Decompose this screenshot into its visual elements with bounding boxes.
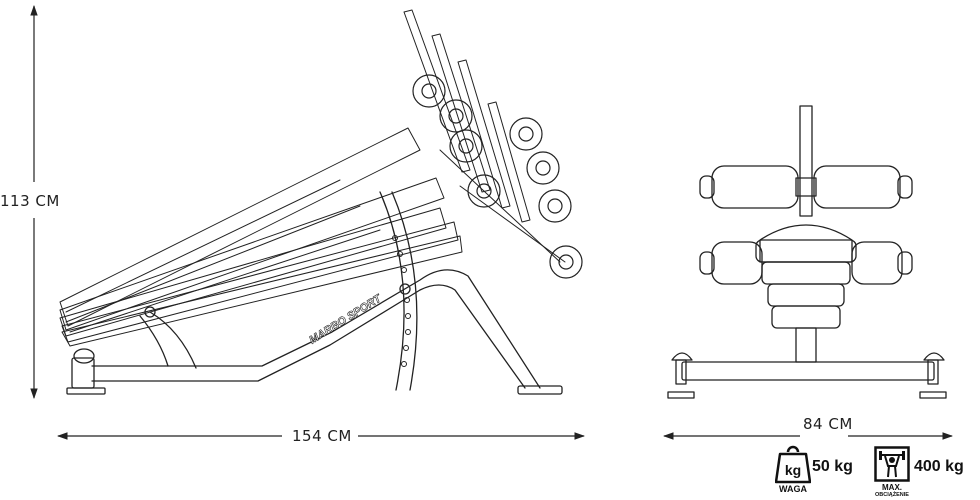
max-load-icon — [874, 446, 910, 482]
leg-holder-posts — [403, 9, 566, 263]
max-load-caption-2: OBCIĄŻENIE — [875, 492, 909, 498]
lower-right-roller — [851, 241, 903, 285]
foam-rollers — [412, 74, 583, 279]
upper-left-roller — [711, 165, 799, 209]
upper-right-roller — [813, 165, 901, 209]
weight-caption: WAGA — [779, 484, 807, 494]
length-label: 154 CM — [292, 427, 352, 445]
front-foot — [517, 385, 563, 395]
adjustment-arc — [379, 191, 418, 391]
weight-value: 50 kg — [812, 458, 853, 475]
max-load-spec: MAX. OBCIĄŻENIE 400 kg — [874, 444, 978, 498]
height-dimension: 113 CM — [0, 4, 60, 400]
center-post — [799, 105, 813, 217]
width-label: 84 CM — [803, 415, 853, 433]
backrest-positions — [59, 127, 463, 347]
bench-side-view: MARBO SPORT — [59, 9, 583, 395]
height-label: 113 CM — [0, 192, 60, 210]
max-load-caption-1: MAX. — [882, 483, 902, 492]
frame-tube — [91, 269, 541, 389]
front-base-bar — [681, 361, 935, 381]
weight-icon: kg — [775, 445, 811, 484]
max-load-value: 400 kg — [914, 458, 964, 475]
bench-front-view — [667, 105, 947, 399]
weight-spec: kg WAGA 50 kg — [775, 444, 863, 498]
lower-left-roller — [711, 241, 763, 285]
width-dimension: 84 CM — [662, 415, 954, 445]
weight-icon-text: kg — [785, 462, 801, 478]
backrest-top — [759, 224, 853, 263]
length-dimension: 154 CM — [56, 427, 586, 445]
